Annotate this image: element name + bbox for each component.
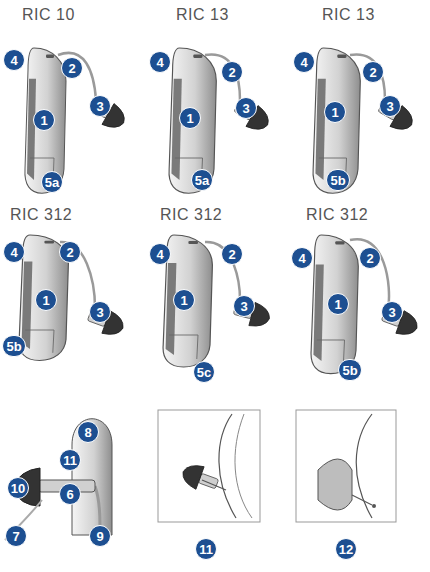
callout-number: 7 <box>5 525 27 547</box>
callout-number: 2 <box>221 61 243 83</box>
callout-number: 5b <box>2 335 25 357</box>
callout-number: 1 <box>324 101 346 123</box>
callout-number: 11 <box>59 449 81 471</box>
callout-number: 2 <box>59 241 81 263</box>
callout-number: 5a <box>191 169 213 191</box>
callout-number: 2 <box>221 243 243 265</box>
callout-number: 3 <box>89 95 111 117</box>
callout-number: 3 <box>235 97 257 119</box>
callout-number: 3 <box>379 95 401 117</box>
model-label: RIC 312 <box>10 206 72 224</box>
callout-number: 12 <box>335 538 357 560</box>
callout-number: 5a <box>41 171 63 193</box>
model-label: RIC 312 <box>306 206 368 224</box>
callout-number: 3 <box>233 295 255 317</box>
model-label: RIC 13 <box>322 6 375 24</box>
model-label: RIC 312 <box>160 206 222 224</box>
callout-number: 11 <box>195 538 217 560</box>
callout-number: 1 <box>35 289 57 311</box>
callout-number: 3 <box>89 301 111 323</box>
callout-number: 4 <box>149 51 171 73</box>
callout-number: 5c <box>193 361 215 383</box>
model-label: RIC 13 <box>176 6 229 24</box>
callout-number: 5b <box>326 169 349 191</box>
callout-number: 1 <box>327 293 349 315</box>
callout-number: 4 <box>291 247 313 269</box>
callout-number: 6 <box>59 483 81 505</box>
callout-number: 2 <box>359 247 381 269</box>
callout-number: 1 <box>173 289 195 311</box>
callout-number: 4 <box>293 51 315 73</box>
callout-number: 10 <box>7 477 29 499</box>
callout-number: 4 <box>3 49 25 71</box>
callout-number: 5b <box>338 359 361 381</box>
callout-number: 8 <box>77 421 99 443</box>
callout-number: 1 <box>179 107 201 129</box>
model-label: RIC 10 <box>22 6 75 24</box>
callout-number: 9 <box>89 525 111 547</box>
callout-number: 2 <box>61 57 83 79</box>
callout-number: 1 <box>33 109 55 131</box>
callout-number: 2 <box>362 61 384 83</box>
callout-number: 3 <box>381 301 403 323</box>
callout-number: 4 <box>149 243 171 265</box>
callout-number: 4 <box>3 241 25 263</box>
